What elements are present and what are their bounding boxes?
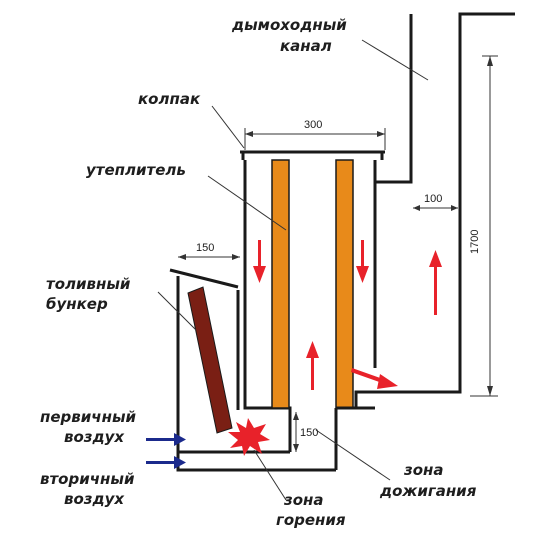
afterburn-zone-label-line2: дожигания bbox=[379, 482, 477, 500]
dimension-lines bbox=[178, 55, 498, 452]
cap bbox=[240, 150, 385, 160]
insulation-label: утеплитель bbox=[86, 161, 186, 179]
leader-lines bbox=[157, 39, 429, 501]
chimney-label-line1: дымоходный bbox=[231, 16, 347, 34]
cap-label: колпак bbox=[138, 90, 201, 108]
insulation-left bbox=[271, 159, 290, 409]
hopper-width-label: 150 bbox=[196, 242, 214, 254]
combustion-zone-label-line2: горения bbox=[276, 511, 346, 529]
primary-air-label-line2: воздух bbox=[64, 428, 125, 446]
secondary-air-label-line2: воздух bbox=[64, 490, 125, 508]
combustion-height-label: 150 bbox=[300, 427, 318, 439]
flow-arrows bbox=[253, 240, 442, 390]
fuel-log bbox=[187, 286, 233, 434]
secondary-air-label-line1: вторичный bbox=[40, 470, 135, 488]
air-arrows bbox=[146, 433, 186, 469]
chimney-width-label: 100 bbox=[424, 193, 442, 205]
fuel-hopper-label-line1: толивный bbox=[46, 275, 131, 293]
fuel-hopper-label-line2: бункер bbox=[46, 295, 108, 313]
primary-air-label-line1: первичный bbox=[40, 408, 137, 426]
bell-walls bbox=[243, 160, 377, 452]
chimney-label-line2: канал bbox=[280, 37, 332, 55]
combustion-zone-label-line1: зона bbox=[283, 491, 324, 509]
cap-width-label: 300 bbox=[304, 119, 322, 131]
insulation-right bbox=[335, 159, 354, 409]
flame-icon bbox=[228, 418, 270, 456]
total-height-label: 1700 bbox=[469, 230, 481, 254]
chimney-channel bbox=[354, 12, 515, 408]
afterburn-zone-label-line1: зона bbox=[403, 461, 444, 479]
fuel-hopper bbox=[169, 268, 336, 472]
riser-base bbox=[334, 406, 375, 470]
